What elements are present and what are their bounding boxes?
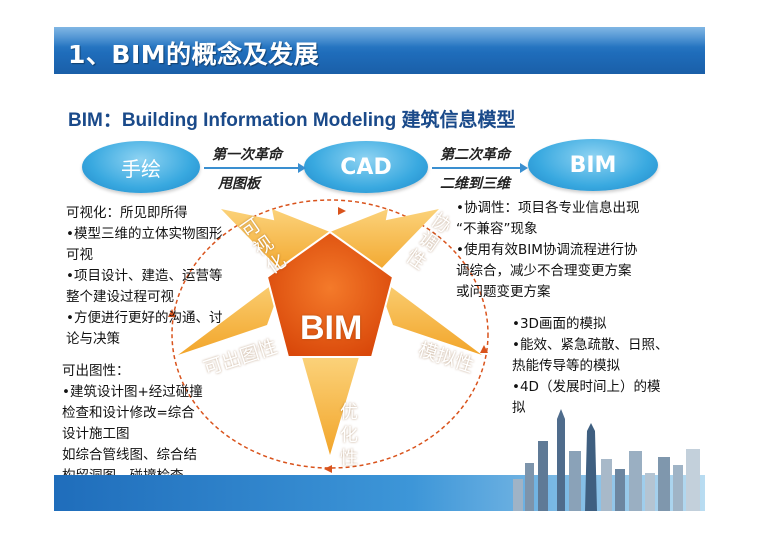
arrow-1-head <box>298 163 306 173</box>
skyline-building <box>601 459 612 511</box>
coordination-line: “不兼容”现象 <box>456 221 538 237</box>
visual-line: •方便进行更好的沟通、讨 <box>66 310 223 326</box>
city-skyline-image <box>513 409 700 511</box>
skyline-building <box>525 463 534 511</box>
star-center-pentagon <box>265 230 395 358</box>
skyline-building <box>686 449 700 511</box>
star-center-label: BIM <box>300 309 363 347</box>
star-point-simulation <box>375 275 482 355</box>
visual-line: •项目设计、建造、运营等 <box>66 268 223 284</box>
dashed-cycle-arrow-left <box>168 309 176 317</box>
drawing-line: 设计施工图 <box>62 426 130 442</box>
skyline-building <box>673 465 683 511</box>
visual-line: 论与决策 <box>66 331 120 347</box>
arrow-2-top-label: 第二次革命 <box>440 147 510 163</box>
skyline-building <box>658 457 670 511</box>
star-point-drawing <box>178 275 285 355</box>
coordination-text-block: •协调性：项目各专业信息出现 “不兼容”现象 •使用有效BIM协调流程进行协 调… <box>456 198 639 303</box>
stage-cad: CAD <box>304 141 428 193</box>
stage-handdrawing-label: 手绘 <box>121 156 161 181</box>
bim-star-diagram <box>168 199 489 473</box>
skyline-building <box>538 441 548 511</box>
drawing-line: 如综合管线图、综合结 <box>62 447 197 463</box>
visual-line: •模型三维的立体实物图形 <box>66 226 223 242</box>
coordination-line: •使用有效BIM协调流程进行协 <box>456 242 638 258</box>
slide: 1、BIM的概念及发展 BIM：Building Information Mod… <box>54 27 705 511</box>
drawing-text-block: 可出图性： •建筑设计图+经过碰撞 检查和设计修改=综合 设计施工图 如综合管线… <box>62 361 203 487</box>
dashed-cycle-arrow-right <box>480 345 488 353</box>
simulation-line: 热能传导等的模拟 <box>512 358 620 374</box>
stage-cad-label: CAD <box>340 154 392 180</box>
simulation-line: •4D（发展时间上）的模 <box>512 379 661 395</box>
coordination-line: 调综合，减少不合理变更方案 <box>456 263 632 279</box>
simulation-line: •3D画面的模拟 <box>512 316 607 332</box>
flow-arrows <box>204 163 528 173</box>
stage-handdrawing: 手绘 <box>82 141 200 193</box>
dashed-cycle-arrow-top <box>338 207 346 215</box>
coordination-line: 或问题变更方案 <box>456 284 551 300</box>
skyline-building <box>629 451 642 511</box>
arrow-1-top-label: 第一次革命 <box>212 147 282 163</box>
drawing-line: •建筑设计图+经过碰撞 <box>62 384 203 400</box>
star-label-optimize: 优化性 <box>340 402 358 469</box>
arrow-1-bottom-label: 甩图板 <box>218 176 260 192</box>
simulation-text-block: •3D画面的模拟 •能效、紧急疏散、日照、 热能传导等的模拟 •4D（发展时间上… <box>512 314 668 419</box>
dashed-cycle-arrow-bottom <box>324 465 332 473</box>
title-bar: 1、BIM的概念及发展 <box>54 27 705 74</box>
drawing-line: 可出图性： <box>62 363 130 379</box>
visual-text-block: 可视化：所见即所得 •模型三维的立体实物图形 可视 •项目设计、建造、运营等 整… <box>66 203 222 350</box>
dashed-cycle <box>171 199 489 469</box>
simulation-line: 拟 <box>512 400 526 416</box>
skyline-building <box>569 451 581 511</box>
star-point-visual-tip <box>221 209 330 275</box>
simulation-line: •能效、紧急疏散、日照、 <box>512 337 669 353</box>
skyline-building <box>645 473 655 511</box>
stage-bim-label: BIM <box>569 152 617 178</box>
star-point-coordination-tip <box>330 209 439 275</box>
title-shine <box>54 27 705 47</box>
drawing-line: 检查和设计修改=综合 <box>62 405 195 421</box>
skyline-tower <box>585 423 597 511</box>
star-point-optimize <box>302 357 359 455</box>
stage-bim: BIM <box>528 139 658 191</box>
slide-subtitle: BIM：Building Information Modeling 建筑信息模型 <box>68 110 516 131</box>
visual-line: 可视 <box>66 247 93 263</box>
skyline-tower <box>557 409 565 511</box>
arrow-2-bottom-label: 二维到三维 <box>440 176 510 192</box>
visual-line: 可视化：所见即所得 <box>66 205 188 221</box>
slide-title: 1、BIM的概念及发展 <box>68 40 320 69</box>
skyline-building <box>615 469 625 511</box>
visual-line: 整个建设过程可视 <box>66 289 174 305</box>
skyline-building <box>513 479 523 511</box>
arrow-2-head <box>520 163 528 173</box>
coordination-line: •协调性：项目各专业信息出现 <box>456 200 640 216</box>
